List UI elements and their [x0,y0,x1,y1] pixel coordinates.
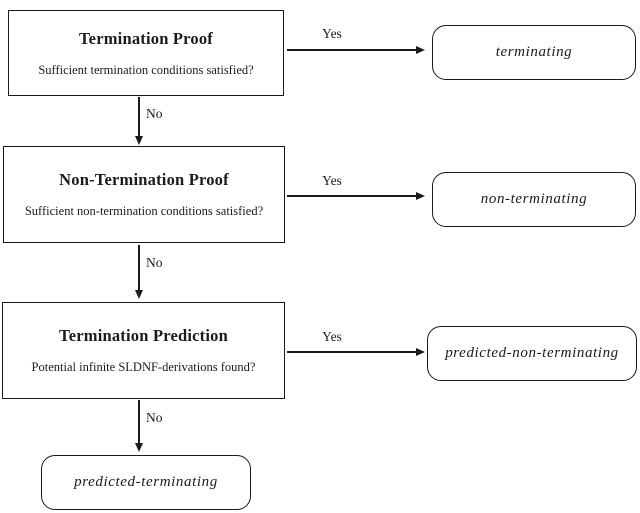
arrowhead-down-icon [135,443,143,452]
terminal-label: non-terminating [480,191,588,207]
decision-title: Termination Proof [78,28,214,48]
edge-label-yes-3: Yes [322,329,342,344]
arrowhead-down-icon [135,290,143,299]
decision-title: Termination Prediction [59,326,228,345]
edge-label-no-3: No [146,410,163,425]
edge-label-no-1: No [146,106,163,121]
edge-label-no-2: No [146,255,163,270]
no-arrow-3 [138,400,140,443]
decision-title: Non-Termination Proof [59,170,229,189]
decision-question: Sufficient non-termination conditions sa… [24,204,264,218]
edge-label-yes-2: Yes [322,173,342,188]
terminal-label: predicted-terminating [74,474,218,490]
terminal-box-predicted-terminating: predicted-terminating [41,455,251,510]
terminal-label: predicted-non-terminating [445,345,619,361]
arrowhead-right-icon [416,46,425,54]
decision-question: Potential infinite SLDNF-derivations fou… [31,360,256,374]
decision-box-termination-prediction: Termination Prediction Potential infinit… [2,302,285,399]
yes-arrow-2 [287,195,417,197]
terminal-box-non-terminating: non-terminating [432,172,636,227]
no-arrow-1 [138,97,140,136]
decision-box-termination-proof: Termination Proof Sufficient termination… [8,10,284,96]
terminal-box-predicted-non-terminating: predicted-non-terminating [427,326,637,381]
decision-question: Sufficient termination conditions satisf… [38,62,254,77]
edge-label-yes-1: Yes [322,26,342,41]
decision-box-non-termination-proof: Non-Termination Proof Sufficient non-ter… [3,146,285,243]
arrowhead-right-icon [416,192,425,200]
yes-arrow-3 [287,351,417,353]
yes-arrow-1 [287,49,417,51]
arrowhead-right-icon [416,348,425,356]
terminal-label: terminating [495,44,573,60]
terminal-box-terminating: terminating [432,25,636,80]
no-arrow-2 [138,245,140,290]
arrowhead-down-icon [135,136,143,145]
